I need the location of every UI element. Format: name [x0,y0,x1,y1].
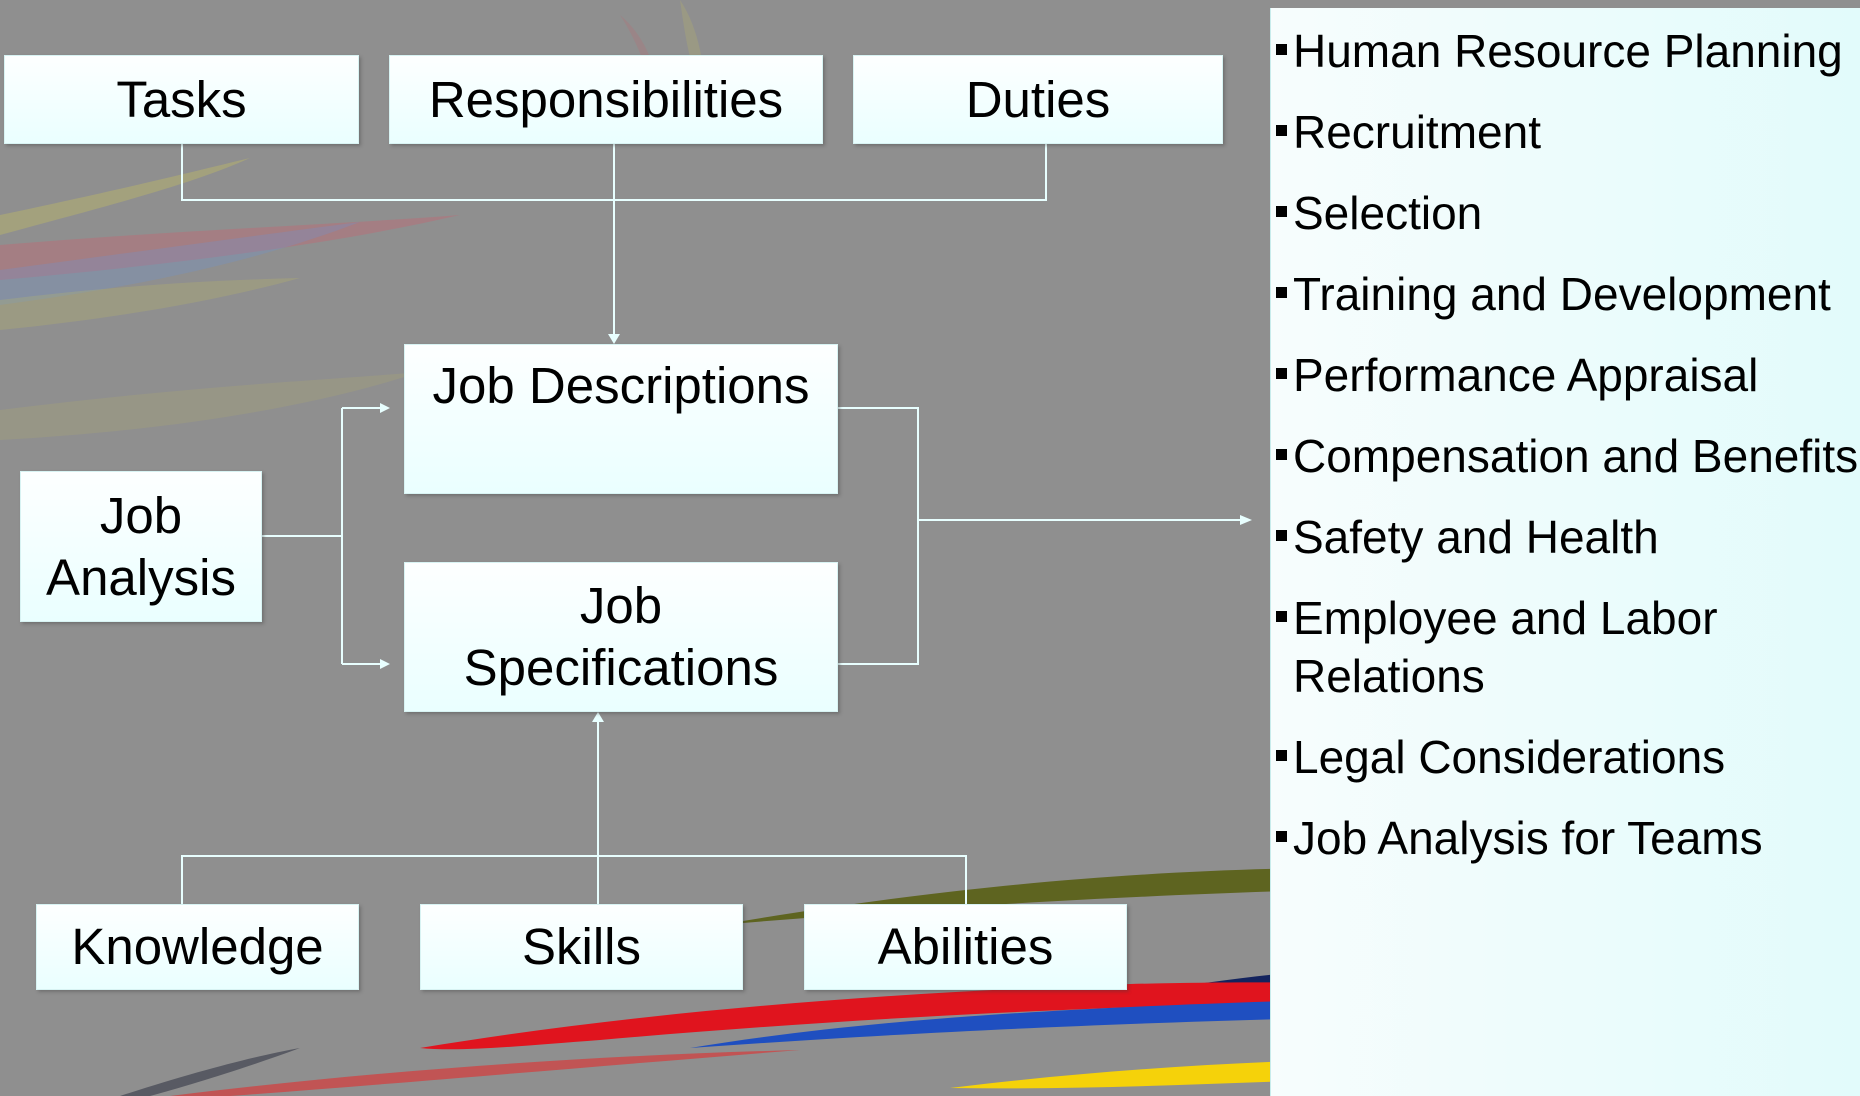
hr-function-label: Performance Appraisal [1293,349,1759,401]
hr-function-item: Legal Considerations [1275,728,1860,786]
responsibilities-box: Responsibilities [389,55,823,144]
hr-function-label: Human Resource Planning [1293,25,1843,77]
square-bullet-icon [1276,449,1287,460]
hr-function-item: Employee and Labor Relations [1275,589,1860,705]
square-bullet-icon [1276,831,1287,842]
job-specifications-label: Job Specifications [463,577,779,696]
job-specifications-box: Job Specifications [404,562,838,712]
hr-function-item: Safety and Health [1275,508,1860,566]
arrowhead-to-descriptions-left [380,403,390,413]
hr-function-item: Compensation and Benefits [1275,427,1860,485]
hr-function-label: Recruitment [1293,106,1541,158]
square-bullet-icon [1276,206,1287,217]
hr-function-item: Job Analysis for Teams [1275,809,1860,867]
hr-function-label: Legal Considerations [1293,731,1726,783]
hr-function-label: Safety and Health [1293,511,1659,563]
square-bullet-icon [1276,44,1287,55]
skills-label: Skills [521,918,641,975]
job-analysis-label: Job Analysis [46,486,236,606]
hr-function-item: Selection [1275,184,1860,242]
connector-to-hr-functions [838,407,1240,665]
square-bullet-icon [1276,530,1287,541]
hr-function-label: Training and Development [1293,268,1831,320]
hr-function-item: Performance Appraisal [1275,346,1860,404]
tasks-box: Tasks [4,55,359,144]
abilities-box: Abilities [804,904,1127,990]
square-bullet-icon [1276,287,1287,298]
square-bullet-icon [1276,611,1287,622]
hr-functions-list: Human Resource Planning Recruitment Sele… [1271,8,1860,867]
skills-box: Skills [420,904,743,990]
hr-function-item: Training and Development [1275,265,1860,323]
tasks-label: Tasks [116,70,247,128]
arrowhead-to-specifications-bottom [592,712,604,722]
hr-function-label: Job Analysis for Teams [1293,812,1763,864]
duties-box: Duties [853,55,1223,144]
responsibilities-label: Responsibilities [428,70,784,128]
job-descriptions-label: Job Descriptions [432,357,810,414]
arrowhead-to-hr-functions [1240,515,1252,525]
hr-function-label: Compensation and Benefits [1293,430,1859,482]
hr-functions-panel: Human Resource Planning Recruitment Sele… [1270,8,1860,1096]
hr-function-label: Selection [1293,187,1483,239]
job-analysis-box: Job Analysis [20,471,262,622]
arrowhead-to-specifications-left [380,659,390,669]
square-bullet-icon [1276,368,1287,379]
job-descriptions-box: Job Descriptions [404,344,838,494]
connector-ksa [181,720,967,904]
hr-function-label: Employee and Labor Relations [1293,592,1718,702]
square-bullet-icon [1276,750,1287,761]
arrowhead-to-job-descriptions [608,334,620,344]
knowledge-box: Knowledge [36,904,359,990]
square-bullet-icon [1276,125,1287,136]
knowledge-label: Knowledge [71,918,324,975]
hr-function-item: Recruitment [1275,103,1860,161]
hr-function-item: Human Resource Planning [1275,22,1860,80]
abilities-label: Abilities [877,918,1054,975]
duties-label: Duties [965,70,1111,128]
connector-job-analysis [262,407,380,665]
